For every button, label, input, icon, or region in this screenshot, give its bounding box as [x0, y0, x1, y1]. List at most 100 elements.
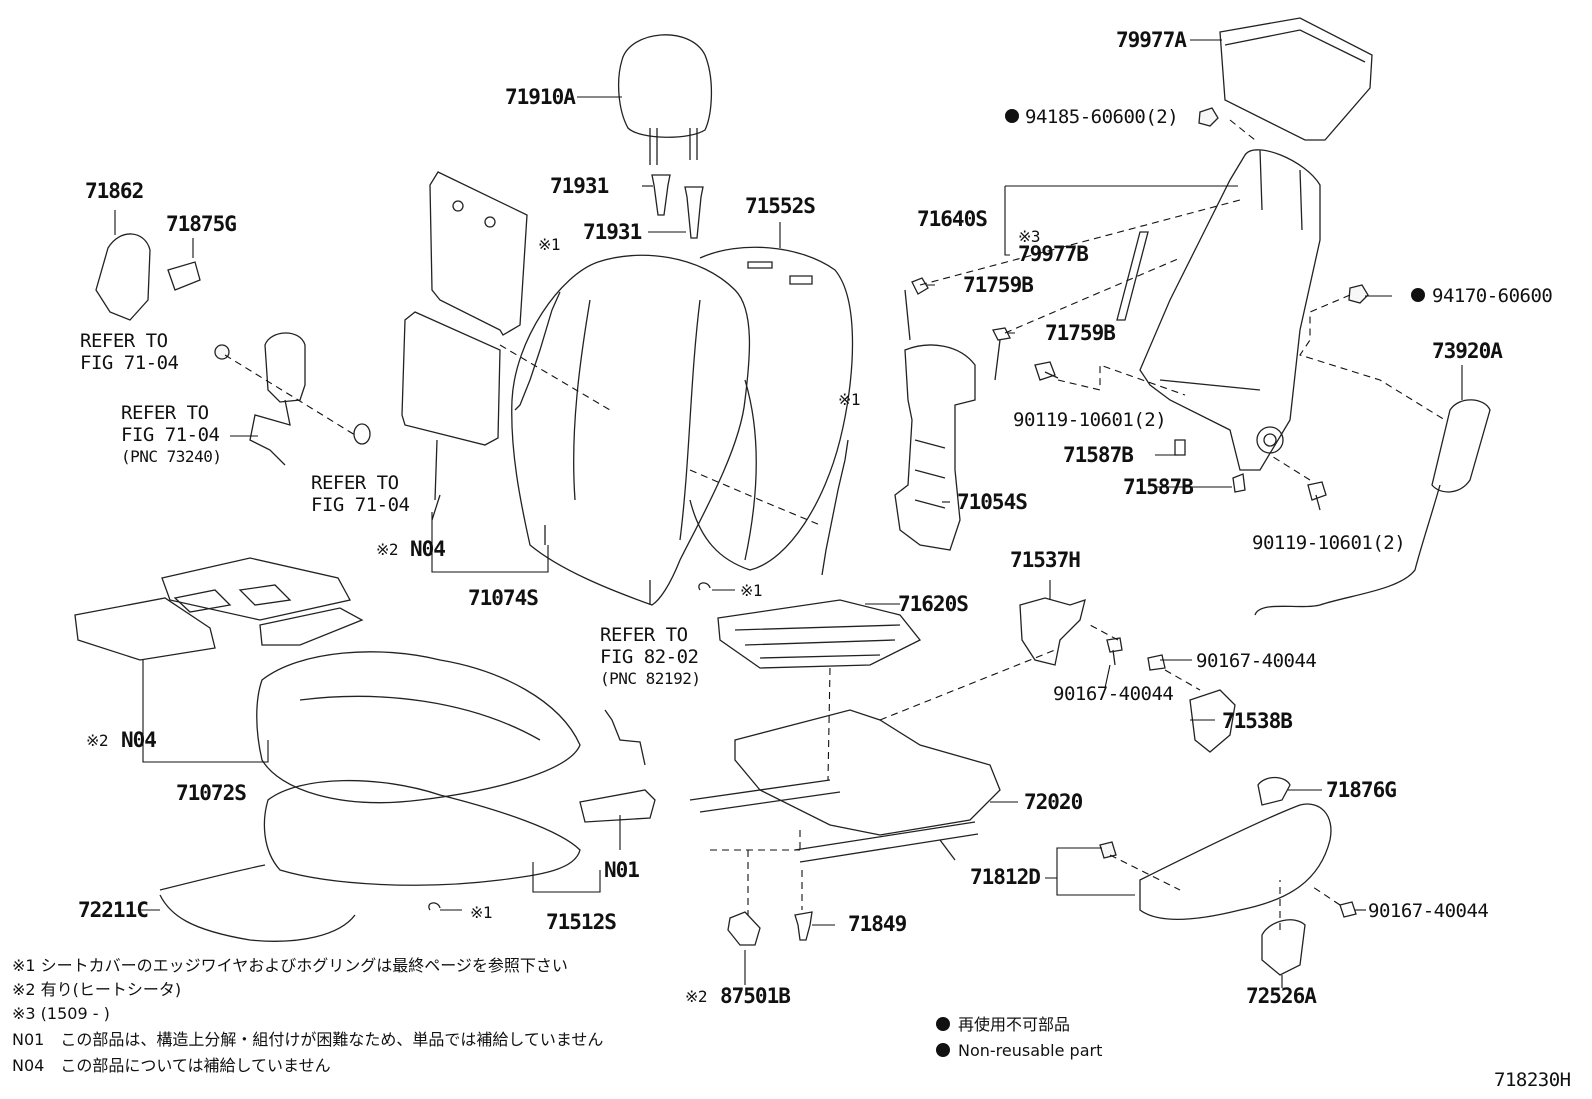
edge-wire-right-drawing [821, 439, 849, 576]
refer-2-line-1: REFER TO [121, 402, 209, 424]
strip-drawing [1116, 231, 1149, 321]
label-71054S: 71054S [957, 490, 1027, 514]
footnote-n04: N04 この部品については補給していません [12, 1056, 331, 1075]
label-71587B-lower: 71587B [1123, 475, 1193, 499]
legend-dot-1 [936, 1017, 950, 1031]
assembly-lines [224, 119, 1446, 930]
label-79977B: 79977B [1018, 242, 1088, 266]
refer-2-line-3: (PNC 73240) [121, 447, 221, 466]
seatback-board-drawing [401, 171, 528, 521]
label-94185: 94185-60600(2) [1025, 106, 1178, 128]
connector-bracket-drawing [579, 789, 656, 823]
bolt-90119-a-drawing [1034, 361, 1059, 381]
label-71875G: 71875G [166, 212, 236, 236]
label-71512S: 71512S [546, 910, 616, 934]
edge-wire-left-drawing [514, 291, 561, 411]
legend-dot-2 [936, 1043, 950, 1057]
seatback-pad-drawing [689, 246, 854, 571]
refer-3-line-2: FIG 71-04 [311, 494, 410, 516]
label-71538B: 71538B [1222, 709, 1292, 733]
label-71552S: 71552S [745, 194, 815, 218]
label-71812D: 71812D [970, 865, 1040, 889]
recliner-cover-drawing [95, 233, 201, 321]
footnote-1: ※1 シートカバーのエッジワイヤおよびホグリングは最終ページを参照下さい [12, 956, 568, 975]
label-N04-lower: N04 [121, 728, 156, 752]
knob-drawing [1261, 919, 1306, 976]
bolt-90167-c-drawing [1339, 901, 1357, 918]
mark-2-bottom: ※2 [685, 987, 707, 1006]
bolt-90167-a-drawing [1106, 637, 1123, 666]
wire-72211C-drawing [159, 864, 356, 942]
nut-94185-drawing [1198, 107, 1219, 127]
label-72020: 72020 [1024, 790, 1083, 814]
label-90167-center: 90167-40044 [1053, 683, 1173, 705]
bracket-71538B-drawing [1189, 689, 1236, 753]
legend-jp: 再使用不可部品 [958, 1015, 1070, 1034]
label-90167-lower: 90167-40044 [1368, 900, 1488, 922]
label-71759B-lower: 71759B [1045, 321, 1115, 345]
label-73920A: 73920A [1432, 339, 1503, 363]
leader-lines [114, 39, 1463, 988]
label-71876G: 71876G [1326, 778, 1396, 802]
nut-94170-drawing [1348, 284, 1369, 304]
hog-ring-b-drawing [428, 902, 441, 911]
clip-71759B-a-drawing [911, 277, 929, 295]
label-72526A: 72526A [1246, 984, 1317, 1008]
seatback-cover-drawing [511, 254, 751, 606]
top-pad-drawing [1219, 17, 1373, 141]
label-71640S: 71640S [917, 207, 987, 231]
label-71537H: 71537H [1010, 548, 1080, 572]
hog-ring-a-drawing [698, 582, 711, 591]
label-71074S: 71074S [468, 586, 538, 610]
buckle-drawing [214, 332, 371, 466]
refer-4-line-1: REFER TO [600, 624, 688, 646]
label-71931-lower: 71931 [583, 220, 642, 244]
label-72211C: 72211C [78, 898, 148, 922]
headrest-drawing [618, 34, 713, 165]
label-71587B-upper: 71587B [1063, 443, 1133, 467]
refer-4-line-3: (PNC 82192) [600, 669, 700, 688]
label-90119-upper: 90119-10601(2) [1013, 409, 1166, 431]
label-71620S: 71620S [898, 592, 968, 616]
mark-1-upper-right: ※1 [838, 390, 860, 409]
refer-1-line-2: FIG 71-04 [80, 352, 179, 374]
spring-mat-drawing [717, 599, 922, 669]
seat-cushion-cover-drawing [256, 651, 581, 804]
refer-4-line-2: FIG 82-02 [600, 646, 698, 668]
label-71931-upper: 71931 [550, 174, 609, 198]
label-71759B-upper: 71759B [963, 273, 1033, 297]
non-reusable-dot-1 [1005, 109, 1019, 123]
clip-71759B-b-drawing [992, 327, 1011, 341]
label-N01: N01 [604, 858, 639, 882]
label-94170: 94170-60600 [1432, 285, 1552, 307]
label-90167-right: 90167-40044 [1196, 650, 1316, 672]
label-71862: 71862 [85, 179, 143, 203]
label-71072S: 71072S [176, 781, 246, 805]
bracket-71587B-b-drawing [1232, 473, 1246, 493]
legend-en: Non-reusable part [958, 1041, 1102, 1060]
refer-2-line-2: FIG 71-04 [121, 424, 220, 446]
pin-71849-drawing [794, 911, 813, 941]
non-reusable-dot-2 [1411, 288, 1425, 302]
footnote-n01: N01 この部品は、構造上分解・組付けが困難なため、単品では補給していません [12, 1030, 603, 1049]
harness-drawing [604, 709, 646, 766]
headrest-guide-drawings [651, 174, 704, 239]
mark-2-upper: ※2 [376, 540, 398, 559]
bracket-71587B-a-drawing [1174, 439, 1186, 456]
side-cover-drawing [1099, 776, 1332, 921]
footnote-3: ※3 (1509 - ) [12, 1004, 110, 1023]
label-71910A: 71910A [505, 85, 576, 109]
seatback-frame-drawing [1139, 149, 1321, 471]
label-N04-upper: N04 [410, 537, 445, 561]
label-79977A: 79977A [1116, 28, 1187, 52]
heater-pad-drawing [74, 557, 364, 661]
footnote-2: ※2 有り(ヒートシータ) [12, 980, 181, 999]
bolt-90119-b-drawing [1307, 481, 1327, 511]
figure-code: 718230H [1494, 1069, 1571, 1091]
refer-1-line-1: REFER TO [80, 330, 168, 352]
bracket-71537H-drawing [1019, 597, 1086, 666]
seat-cushion-pad-drawing [263, 779, 581, 886]
side-airbag-drawing [1254, 399, 1491, 616]
lumbar-support-drawing [894, 289, 1001, 551]
